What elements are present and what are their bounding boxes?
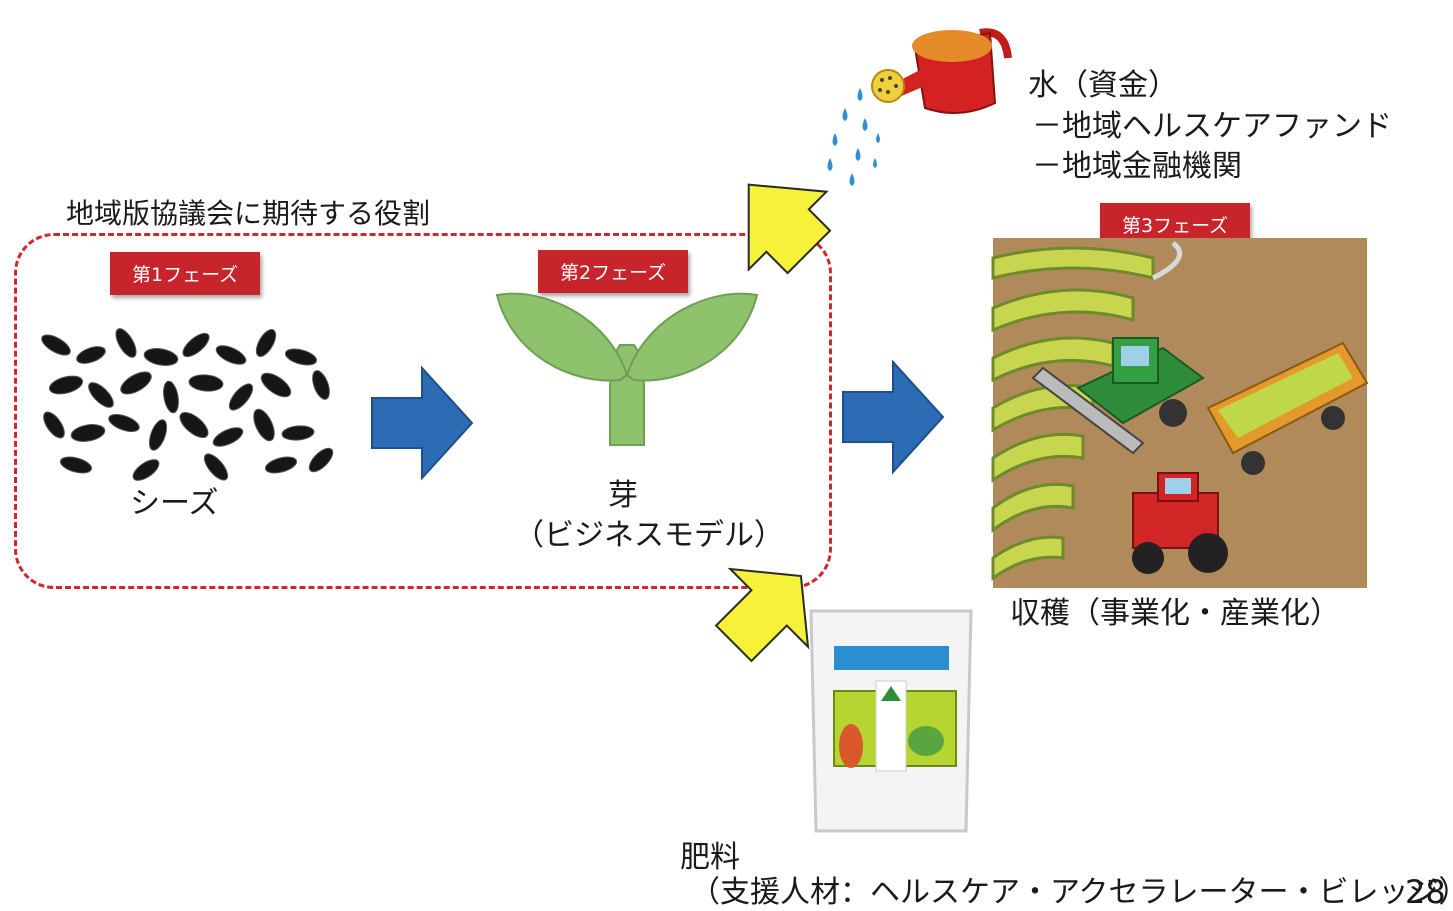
role-title: 地域版協議会に期待する役割 [66, 197, 431, 230]
sprout-icon [495, 292, 759, 446]
sprout-label: 芽 [608, 478, 638, 513]
fertilizer-title: 肥料 [680, 840, 740, 875]
watering-can-icon [827, 28, 1012, 186]
fertilizer-bag-icon [809, 609, 973, 833]
yellow-arrow-top [747, 183, 832, 275]
harvest-label: 収穫（事業化・産業化） [1010, 596, 1340, 631]
blue-arrow-1 [371, 365, 474, 481]
water-item-2: －地域金融機関 [1032, 149, 1242, 184]
yellow-arrow-bottom [714, 567, 810, 663]
sprout-sublabel: （ビジネスモデル） [514, 518, 784, 553]
fertilizer-sublabel: （支援人材：ヘルスケア・アクセラレーター・ビレッジ） [690, 875, 1453, 910]
seeds-label: シーズ [130, 486, 219, 521]
seeds-icon [41, 328, 334, 481]
phase1-badge: 第1フェーズ [110, 252, 261, 295]
page-number: 28 [1405, 873, 1446, 911]
harvest-illustration [991, 238, 1369, 588]
water-item-1: －地域ヘルスケアファンド [1032, 109, 1392, 144]
water-title: 水（資金） [1028, 68, 1178, 103]
blue-arrow-2 [842, 359, 945, 475]
role-region-border [14, 233, 832, 589]
phase2-badge: 第2フェーズ [538, 250, 689, 293]
